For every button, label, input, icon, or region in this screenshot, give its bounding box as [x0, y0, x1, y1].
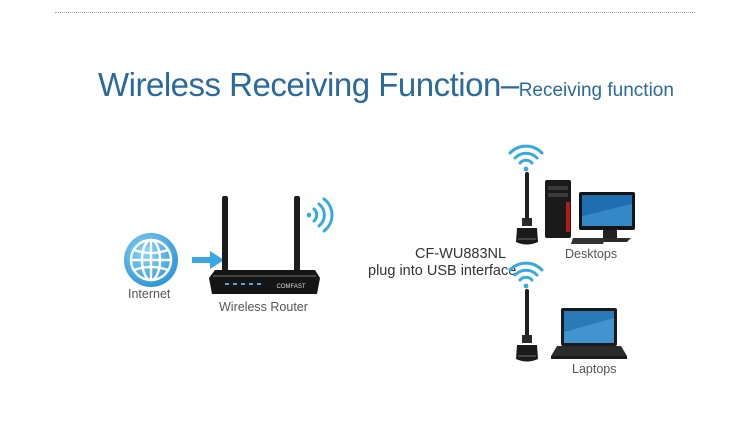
top-divider: [55, 12, 695, 13]
router-icon: COMFAST: [209, 196, 320, 294]
title-separator: –: [500, 66, 519, 103]
globe-icon: [124, 233, 178, 287]
arrow-right-icon: [192, 251, 224, 269]
title-sub: Receiving function: [518, 80, 674, 101]
wifi-waves-icon: [306, 197, 334, 233]
router-label: Wireless Router: [219, 300, 308, 314]
usb-adapter-icon: [516, 172, 538, 245]
laptops-label: Laptops: [572, 362, 617, 376]
wifi-signal-icon: [508, 261, 544, 289]
page-title: Wireless Receiving Function–Receiving fu…: [98, 66, 674, 104]
router-brand: COMFAST: [276, 284, 305, 290]
internet-label: Internet: [128, 287, 171, 301]
adapter-description: plug into USB interface: [368, 263, 517, 279]
usb-adapter-icon: [516, 289, 538, 362]
title-main: Wireless Receiving Function: [98, 66, 501, 103]
desktops-label: Desktops: [565, 247, 618, 261]
adapter-model: CF-WU883NL: [415, 246, 507, 262]
wifi-signal-icon: [508, 144, 544, 172]
desktop-computer-icon: [545, 180, 635, 244]
laptop-icon: [551, 308, 627, 359]
